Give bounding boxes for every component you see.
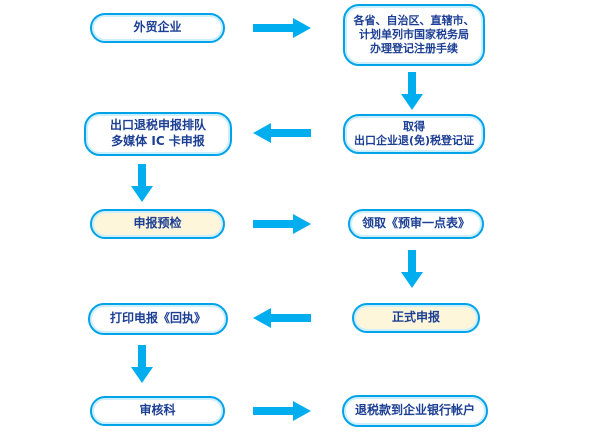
flow-arrow-right-2: [253, 214, 311, 234]
node-export-refund-declaration-queue: 出口退税申报排队 多媒体 IC 卡申报: [84, 112, 232, 156]
flow-arrow-down-4: [131, 345, 153, 383]
flow-arrow-down-1: [401, 72, 423, 110]
node-refund-to-bank-account: 退税款到企业银行帐户: [342, 395, 488, 427]
flow-arrow-left-2: [253, 308, 311, 328]
node-audit-section: 审核科: [90, 396, 225, 426]
node-tax-bureau-registration: 各省、自治区、直辖市、 计划单列市国家税务局 办理登记注册手续: [343, 4, 485, 66]
flow-arrow-right-1: [253, 18, 311, 38]
node-foreign-trade-enterprise: 外贸企业: [90, 13, 225, 43]
flow-arrow-left-1: [253, 123, 311, 143]
node-print-receipt: 打印电报《回执》: [88, 303, 228, 335]
node-obtain-tax-refund-certificate: 取得 出口企业退(免)税登记证: [343, 114, 485, 154]
flow-arrow-down-2: [131, 164, 153, 202]
flow-arrow-right-3: [253, 401, 311, 421]
node-receive-preaudit-form: 领取《预审一点表》: [348, 209, 484, 239]
node-declaration-precheck: 申报预检: [90, 209, 225, 239]
flow-arrow-down-3: [401, 250, 423, 288]
node-formal-declaration: 正式申报: [352, 303, 480, 333]
